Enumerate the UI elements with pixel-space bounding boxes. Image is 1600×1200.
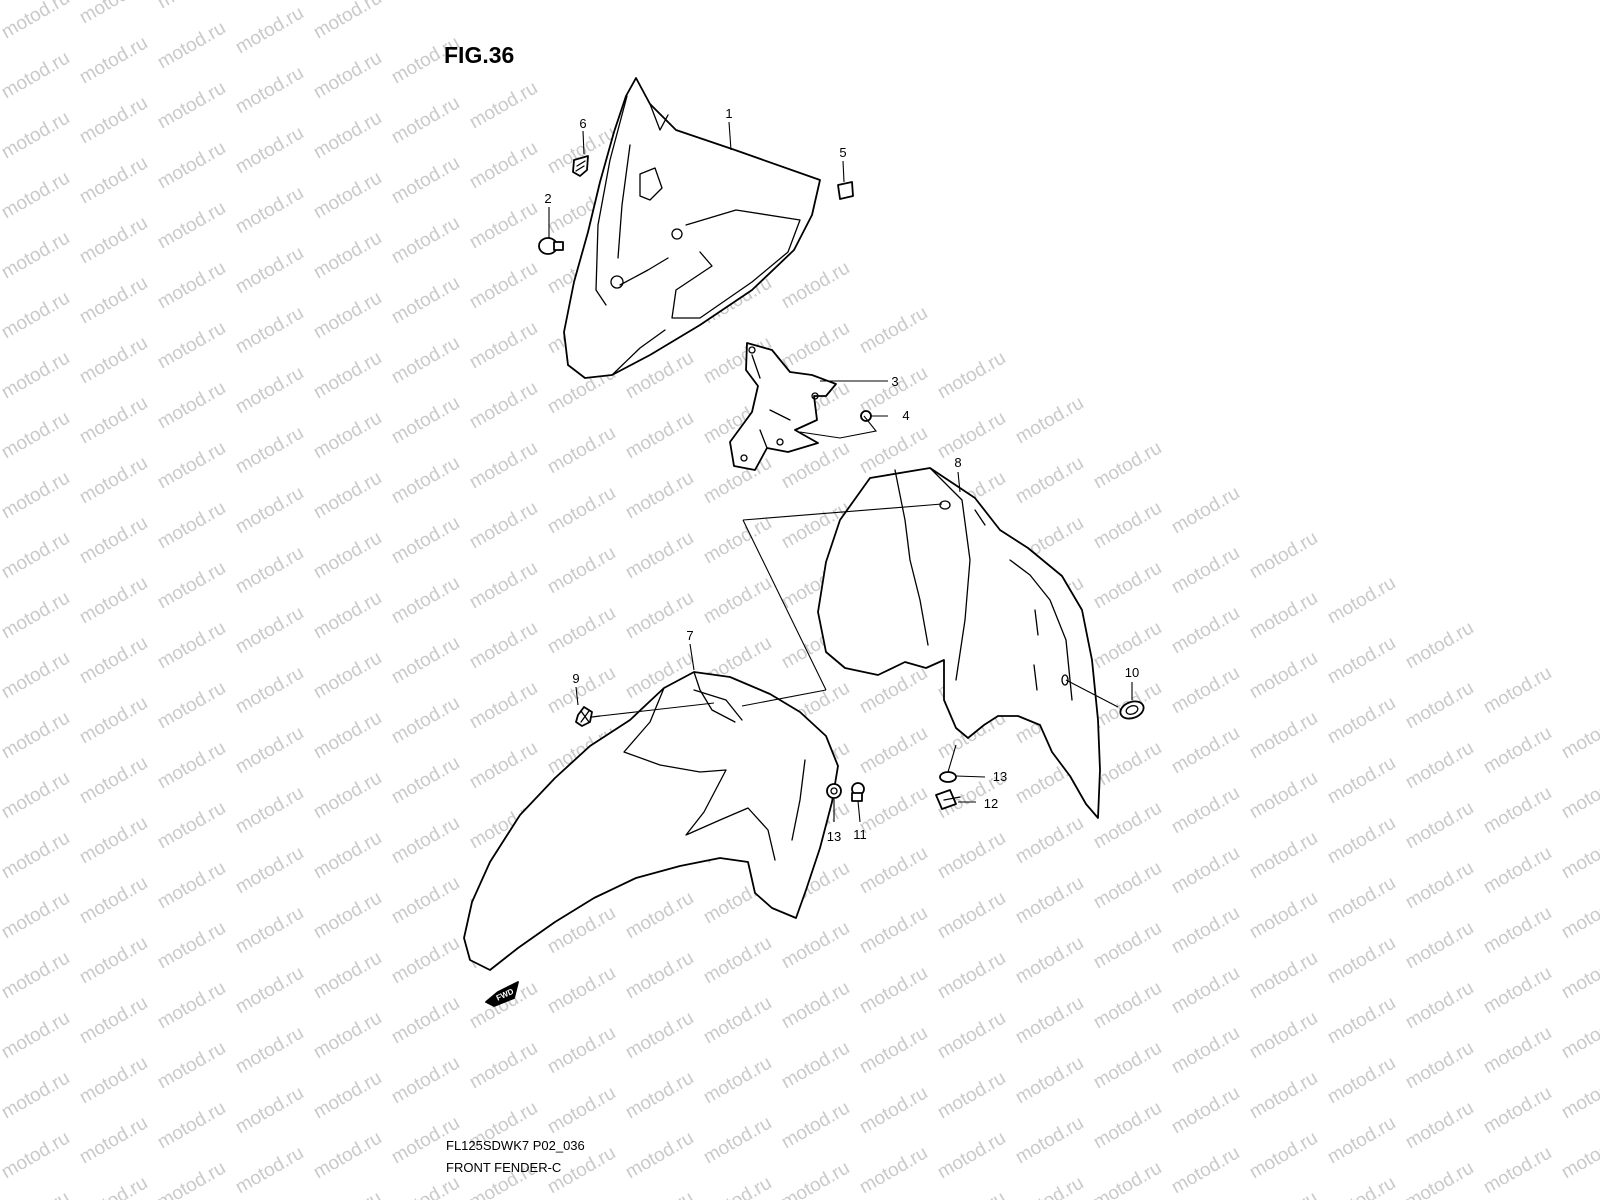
callout-2: 2 (544, 191, 551, 206)
screw-part-2 (538, 237, 564, 255)
bracket-part-3 (729, 342, 837, 471)
callout-8: 8 (954, 455, 961, 470)
washer-part-13b (939, 771, 957, 783)
front-cover-part-1 (563, 77, 821, 379)
plug-part-10 (1119, 700, 1145, 720)
callout-13-left: 13 (827, 829, 841, 844)
callout-numbers: 1 6 2 5 3 4 8 7 9 10 13 12 13 11 (544, 106, 1139, 844)
callout-9: 9 (572, 671, 579, 686)
callout-3: 3 (891, 374, 898, 389)
direction-arrow-icon: FWD (485, 981, 519, 1007)
bolt-part-11 (851, 782, 865, 802)
bolt-part-12 (935, 789, 961, 810)
section-name: FRONT FENDER-C (446, 1160, 562, 1175)
figure-title: FIG.36 (444, 42, 515, 68)
callout-6: 6 (579, 116, 586, 131)
screw-part-9 (575, 706, 601, 727)
washer-part-13a (826, 783, 842, 799)
callout-5: 5 (839, 145, 846, 160)
callout-4: 4 (902, 408, 909, 423)
callout-12: 12 (984, 796, 998, 811)
nut-clip-part-5 (837, 181, 854, 200)
leader-lines (548, 121, 1133, 823)
callout-11: 11 (853, 827, 867, 842)
emblem-part-6 (572, 155, 589, 177)
model-code: FL125SDWK7 P02_036 (446, 1138, 585, 1153)
callout-7: 7 (686, 628, 693, 643)
nut-part-4 (860, 410, 872, 422)
callout-10: 10 (1125, 665, 1139, 680)
inner-fender-part-8 (817, 467, 1101, 819)
front-fender-part-7 (463, 671, 839, 971)
callout-1: 1 (725, 106, 732, 121)
callout-13-right: 13 (993, 769, 1007, 784)
